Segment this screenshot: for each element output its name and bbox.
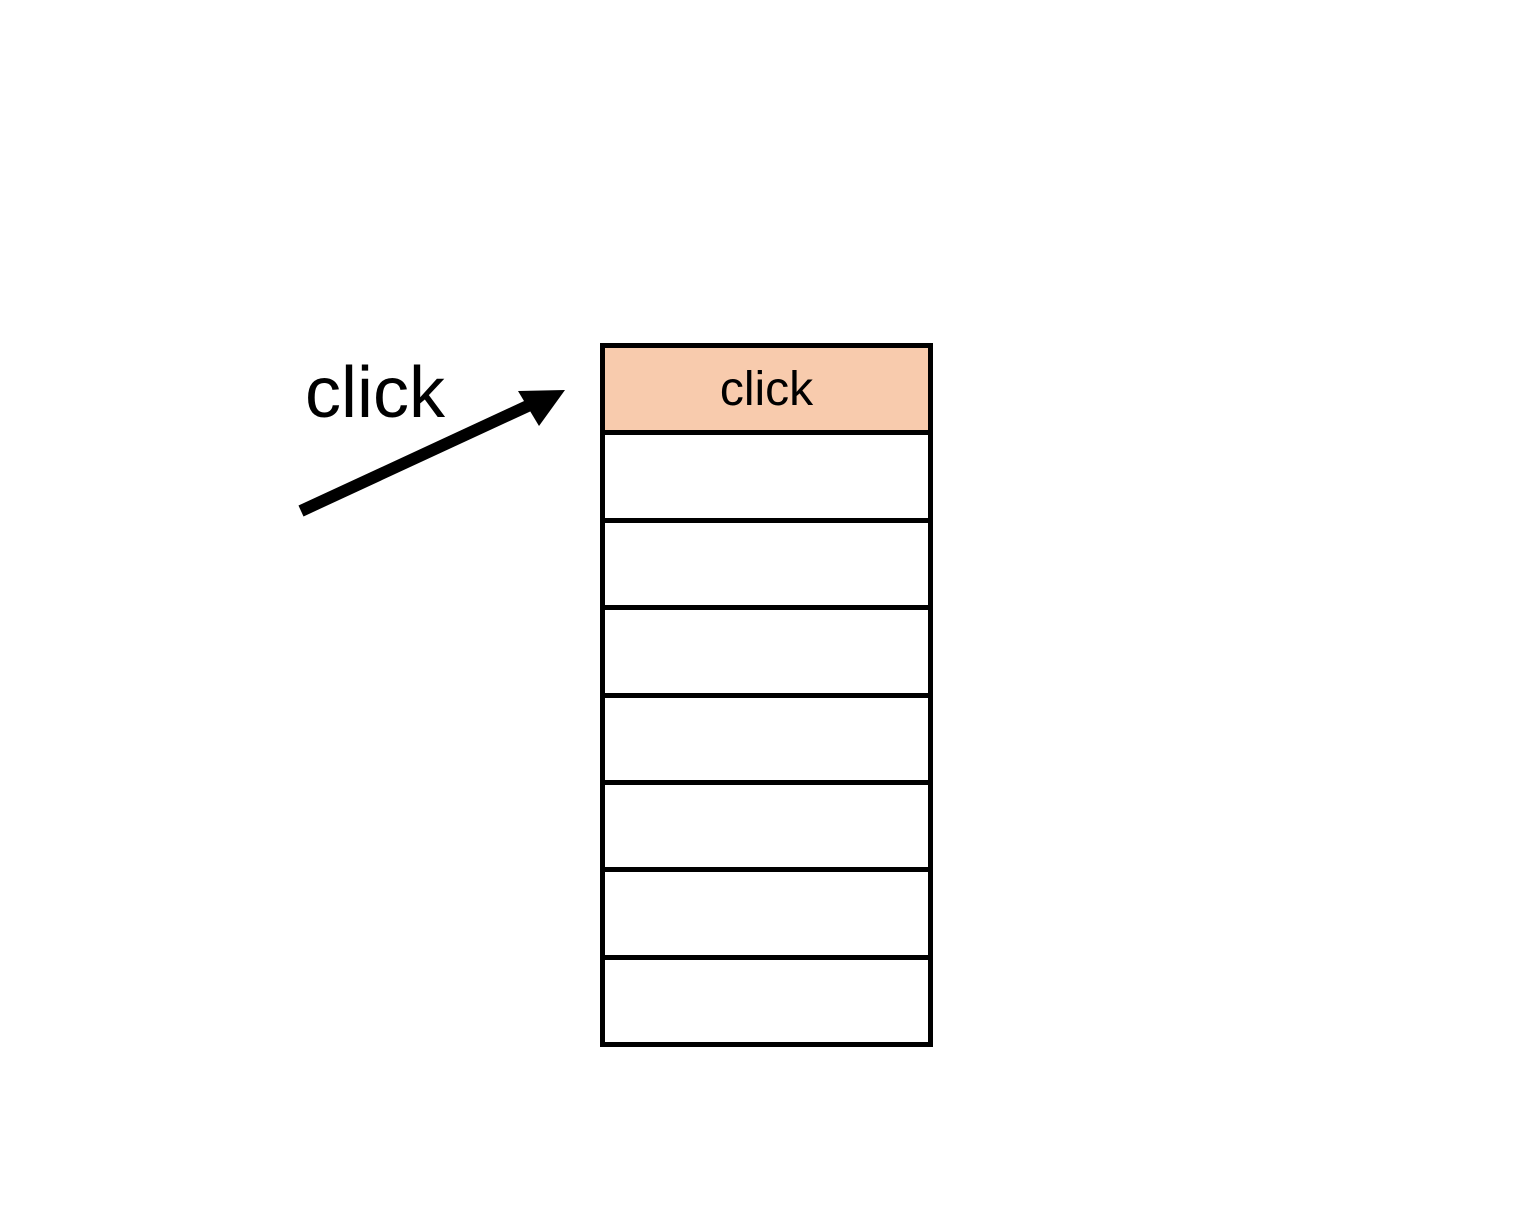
stack-cell-1[interactable] (605, 435, 928, 523)
stack-cell-3[interactable] (605, 610, 928, 698)
click-annotation-label: click (305, 353, 445, 433)
stack-cell-4[interactable] (605, 698, 928, 785)
stack-cell-5[interactable] (605, 785, 928, 873)
stack-cell-6[interactable] (605, 872, 928, 960)
stack-cell-7[interactable] (605, 960, 928, 1042)
stack-cell-2[interactable] (605, 523, 928, 611)
stack-list: click (600, 343, 933, 1047)
stack-cell-0[interactable]: click (605, 348, 928, 436)
